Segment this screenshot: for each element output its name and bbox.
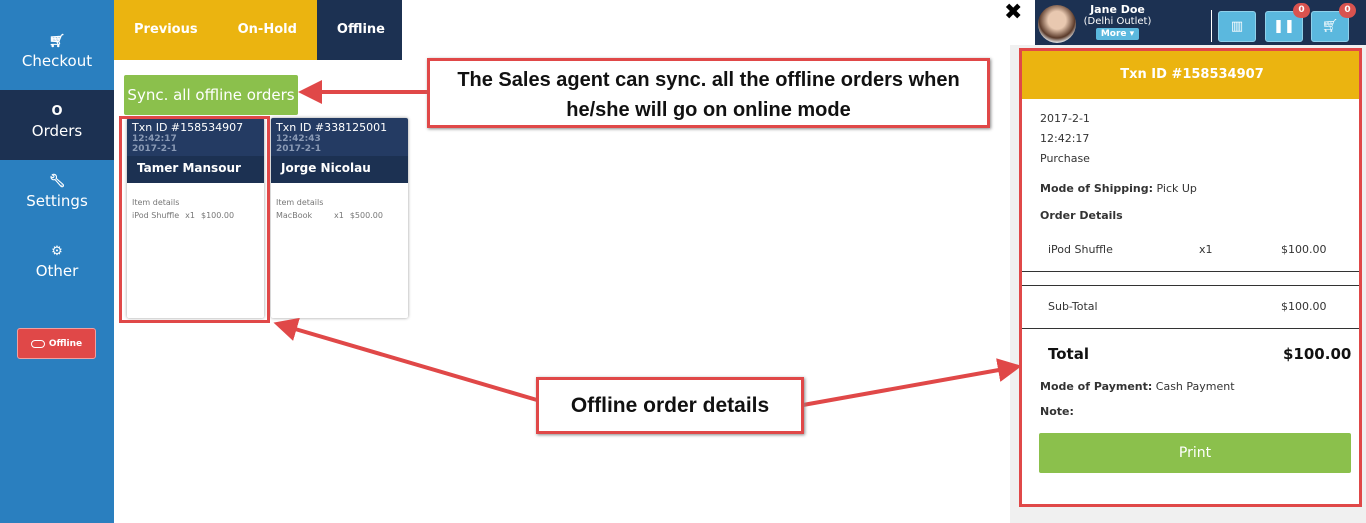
item-name: iPod Shuffle [132,211,180,220]
nav-label: Other [35,262,79,280]
tab-on-hold[interactable]: On-Hold [217,0,317,60]
divider [1211,10,1212,42]
items-label: Item details [132,198,180,207]
nav-label: Orders [31,122,83,140]
divider [1022,328,1362,329]
order-time: 12:42:17 [132,134,177,144]
detail-qty: x1 [1199,243,1213,256]
order-time: 12:42:43 [276,134,321,144]
item-qty: x1 [334,211,344,220]
toggle-icon [30,339,45,348]
txn-id: Txn ID #158534907 [132,121,244,134]
detail-title: Txn ID #158534907 [1022,50,1362,99]
outlet-name: (Delhi Outlet) [1083,16,1152,27]
payment-label: Mode of Payment: [1040,380,1153,393]
customer-name: Jorge Nicolau [271,156,408,183]
arrow [273,317,538,402]
payment-value: Cash Payment [1155,380,1235,393]
tab-previous[interactable]: Previous [114,0,218,60]
pause-icon: ❚❚ [1273,19,1295,34]
sync-offline-orders-button[interactable]: Sync. all offline orders [124,75,298,115]
hold-button[interactable]: ❚❚0 [1265,3,1310,42]
wrench-icon: 🔧︎ [48,174,66,189]
top-bar [1035,0,1366,45]
total-value: $100.00 [1283,345,1352,363]
item-qty: x1 [185,211,195,220]
print-button[interactable]: Print [1039,433,1351,473]
order-detail-panel: Txn ID #158534907 2017-2-1 12:42:17 Purc… [1022,50,1362,505]
order-date: 2017-2-1 [276,144,322,154]
nav-settings[interactable]: 🔧︎ Settings [0,160,114,230]
customer-name: Tamer Mansour [127,156,264,183]
item-price: $500.00 [349,211,383,220]
shipping-label: Mode of Shipping: [1040,182,1153,195]
order-details-heading: Order Details [1040,209,1123,222]
offline-toggle[interactable]: Offline [17,328,96,359]
txn-id: Txn ID #338125001 [276,121,388,134]
order-tabs: Previous On-Hold Offline [114,0,402,60]
gears-icon: ⚙ [51,244,63,259]
nav-label: Settings [26,192,88,210]
highlight-box [119,116,270,323]
more-dropdown[interactable]: More ▾ [1095,28,1140,40]
highlight-box [1019,48,1362,507]
cart-icon: 🛒︎ [48,34,66,49]
subtotal-label: Sub-Total [1048,300,1098,313]
nav-orders[interactable]: O Orders [0,90,114,160]
cart-count-badge: 0 [1339,3,1356,18]
detail-item: iPod Shuffle [1048,243,1113,256]
subtotal-value: $100.00 [1281,300,1327,313]
nav-other[interactable]: ⚙ Other [0,230,114,300]
cart-button[interactable]: 🛒︎0 [1311,3,1356,42]
close-icon[interactable]: ✖ [1004,0,1023,25]
offline-label: Offline [48,338,83,349]
details-annotation: Offline order details [536,377,804,434]
nav-label: Checkout [21,52,93,70]
barcode-icon: ▥ [1230,19,1244,34]
arrow [802,358,1022,407]
shipping-value: Pick Up [1156,182,1197,195]
tab-offline[interactable]: Offline [316,0,402,60]
nav-checkout[interactable]: 🛒︎ Checkout [0,20,114,90]
item-name: MacBook [276,211,313,220]
barcode-button[interactable]: ▥ [1218,11,1256,42]
circle-icon: O [51,104,63,119]
items-label: Item details [276,198,324,207]
total-label: Total [1048,345,1089,363]
sync-annotation: The Sales agent can sync. all the offlin… [427,58,990,128]
detail-time: 12:42:17 [1040,132,1090,145]
sidebar: 🛒︎ Checkout O Orders 🔧︎ Settings ⚙ Other Off… [0,0,114,523]
item-price: $100.00 [200,211,235,220]
cart-icon: 🛒︎ [1321,19,1339,34]
user-info: Jane Doe(Delhi Outlet)More ▾ [1080,4,1155,40]
detail-type: Purchase [1040,152,1090,165]
divider [1022,271,1362,272]
user-name: Jane Doe [1090,3,1145,16]
detail-price: $100.00 [1281,243,1327,256]
order-date: 2017-2-1 [132,144,178,154]
divider [1022,285,1362,286]
note-label: Note: [1040,405,1074,418]
hold-count-badge: 0 [1293,3,1310,18]
detail-date: 2017-2-1 [1040,112,1090,125]
avatar[interactable] [1038,5,1076,43]
